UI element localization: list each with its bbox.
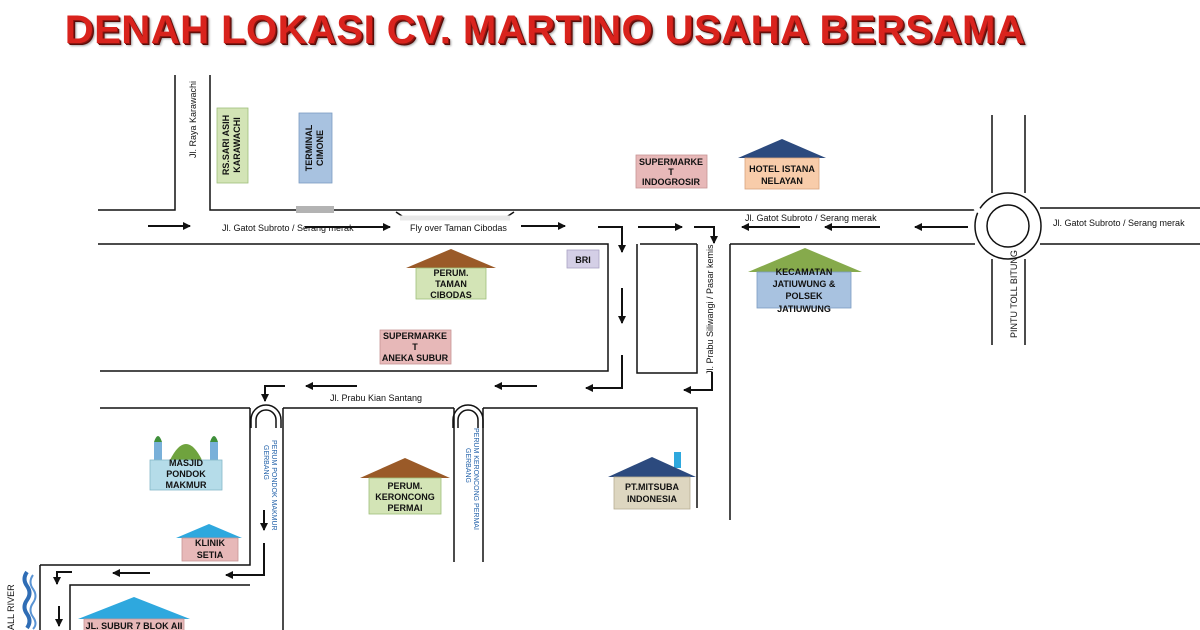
landmark-label-line3: PERMAI (387, 503, 422, 513)
landmark-label-line4: JATIUWUNG (777, 304, 831, 314)
gate-arch-icon (452, 404, 484, 428)
road-edge (40, 408, 251, 566)
landmark-label-line2: T (668, 167, 674, 177)
road-network (39, 75, 1200, 630)
arrow-icon (598, 226, 626, 253)
mosque-icon (154, 436, 218, 460)
road-label-gatot-right: Jl. Gatot Subroto / Serang merak (1053, 218, 1185, 228)
road-label-raya-karawachi: Jl. Raya Karawachi (188, 81, 198, 158)
landmark-terminal-cimone: TERMINAL CIMONE (298, 112, 333, 184)
landmark-label-line3: POLSEK (785, 291, 823, 301)
landmark-label: BRI (575, 255, 591, 265)
landmark-label-line1: PT.MITSUBA (625, 482, 680, 492)
roof-icon (608, 457, 696, 477)
landmark-label-line3: INDOGROSIR (642, 177, 701, 187)
landmark-label-line2: NELAYAN (761, 176, 803, 186)
landmark-label-line1: MASJID (169, 458, 204, 468)
gate-label-line2: PERUM PONDOK MAKMUR (270, 440, 277, 531)
landmark-label-line1: SUPERMARKE (383, 331, 447, 341)
landmark-label-line2: SETIA (197, 550, 224, 560)
landmark-label-line3: ANEKA SUBUR (382, 353, 449, 363)
roof-icon (748, 248, 862, 272)
landmark-label-line2: T (412, 342, 418, 352)
landmark-label-line3: CIBODAS (430, 290, 472, 300)
road-label-pintu-toll: PINTU TOLL BITUNG (1009, 250, 1019, 338)
landmark-perum-taman-cibodas: PERUM. TAMAN CIBODAS (406, 249, 496, 300)
landmark-perum-keroncong-permai: PERUM. KERONCONG PERMAI (360, 458, 450, 515)
landmark-label-line2: INDONESIA (627, 494, 678, 504)
arrow-icon (53, 571, 72, 585)
landmark-label: JL. SUBUR 7 BLOK AII (86, 621, 183, 630)
river-icon (29, 574, 37, 630)
arrow-icon (261, 385, 285, 402)
arrow-icon (225, 543, 265, 579)
landmark-label-line2: CIMONE (315, 130, 325, 166)
landmark-label-line2: JATIUWUNG & (773, 279, 836, 289)
road-edge (98, 75, 176, 211)
landmark-masjid-pondok-makmur: MASJID PONDOK MAKMUR (149, 436, 223, 491)
landmark-klinik-setia: KLINIK SETIA (176, 524, 242, 562)
landmark-label-line2: PONDOK (166, 469, 206, 479)
gate-label-line1: GERBANG (262, 445, 269, 480)
road-label-river: ALL RIVER (6, 584, 16, 630)
chimney-icon (674, 452, 681, 468)
landmark-kecamatan-jatiuwung: KECAMATAN JATIUWUNG & POLSEK JATIUWUNG (748, 248, 862, 314)
landmark-bri: BRI (566, 249, 600, 269)
river-icon (22, 570, 32, 630)
direction-arrows (53, 222, 968, 627)
landmark-label-line1: HOTEL ISTANA (749, 164, 815, 174)
landmark-label-line1: SUPERMARKE (639, 157, 703, 167)
landmark-label-line2: KERONCONG (375, 492, 435, 502)
road-edge (209, 75, 300, 211)
road-label-gatot-left: Jl. Gatot Subroto / Serang merak (222, 223, 354, 233)
landmark-label-line1: PERUM. (387, 481, 422, 491)
road-edge (636, 244, 698, 374)
landmark-jl-subur-7: JL. SUBUR 7 BLOK AII (78, 597, 190, 630)
landmark-hotel-istana-nelayan: HOTEL ISTANA NELAYAN (738, 139, 826, 190)
roof-icon (406, 249, 496, 268)
arrow-icon (683, 372, 713, 394)
landmark-label-line1: RS.SARI ASIH (221, 115, 231, 175)
landmark-supermarket-aneka-subur: SUPERMARKE T ANEKA SUBUR (379, 329, 452, 365)
landmark-pt-mitsuba: PT.MITSUBA INDONESIA (608, 452, 696, 510)
road-edge (98, 243, 609, 372)
gate-label-line1: GERBANG (464, 448, 471, 483)
gate-keroncong-permai: GERBANG PERUM KERONCONG PERMAI (452, 404, 484, 530)
road-edge (483, 407, 698, 508)
landmark-label-line1: TERMINAL (304, 124, 314, 171)
road-label-prabu-kian-santang: Jl. Prabu Kian Santang (330, 393, 422, 403)
road-label-prabu-siliwangi: Jl. Prabu Siliwangi / Pasar kemis (705, 244, 715, 375)
landmark-label-line1: PERUM. (433, 268, 468, 278)
landmark-label-line1: KECAMATAN (776, 267, 833, 277)
flyover-label: Fly over Taman Cibodas (410, 223, 507, 233)
landmark-label-line3: MAKMUR (166, 480, 207, 490)
roundabout (973, 192, 1042, 260)
arrow-icon (694, 226, 718, 244)
landmark-supermarket-indogrosir: SUPERMARKE T INDOGROSIR (635, 154, 708, 189)
roof-icon (78, 597, 190, 619)
arrow-icon (585, 355, 623, 392)
road-label-gatot-mid: Jl. Gatot Subroto / Serang merak (745, 213, 877, 223)
gate-arch-icon (250, 404, 282, 428)
landmark-label-line1: KLINIK (195, 538, 225, 548)
terminal-marker (296, 206, 334, 213)
landmark-label-line2: KARAWACHI (232, 117, 242, 173)
road-edge (69, 584, 250, 630)
gate-pondok-makmur: GERBANG PERUM PONDOK MAKMUR (250, 404, 282, 531)
roof-icon (176, 524, 242, 538)
roof-icon (738, 139, 826, 158)
roof-icon (360, 458, 450, 478)
map-title: DENAH LOKASI CV. MARTINO USAHA BERSAMA (64, 8, 1026, 52)
gate-label-line2: PERUM KERONCONG PERMAI (472, 428, 479, 530)
landmark-label-line2: TAMAN (435, 279, 467, 289)
landmark-rs-sari-asih: RS.SARI ASIH KARAWACHI (216, 107, 249, 184)
